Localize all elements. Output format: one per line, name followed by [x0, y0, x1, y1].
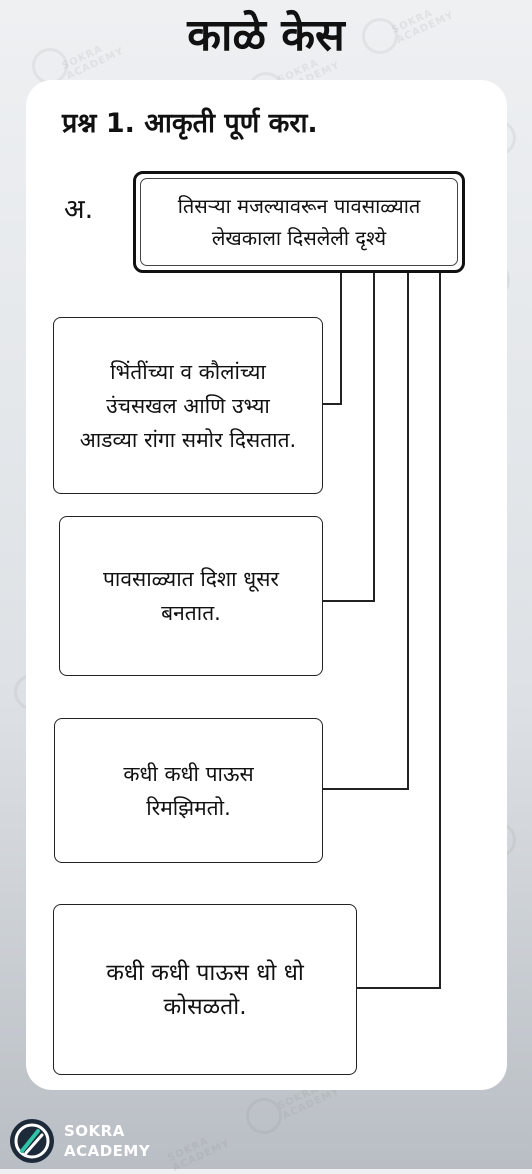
- sub-question-label: अ.: [64, 194, 94, 225]
- watermark-logo-icon: [246, 1098, 282, 1134]
- brand-name: SOKRA ACADEMY: [64, 1121, 150, 1161]
- sokra-logo-icon: [10, 1119, 54, 1163]
- answer-box-1: भिंतींच्या व कौलांच्या उंचसखल आणि उभ्या …: [53, 317, 323, 494]
- question-heading: प्रश्न 1. आकृती पूर्ण करा.: [62, 108, 318, 139]
- brand-line-2: ACADEMY: [64, 1142, 151, 1160]
- brand-footer: SOKRA ACADEMY: [8, 1117, 150, 1165]
- brand-line-1: SOKRA: [64, 1122, 125, 1140]
- answer-box-2: पावसाळ्यात दिशा धूसर बनतात.: [59, 516, 323, 676]
- page-title: काळे केस: [187, 10, 345, 61]
- answer-box-4: कधी कधी पाऊस धो धो कोसळतो.: [53, 904, 357, 1075]
- center-concept-text: तिसऱ्या मजल्यावरून पावसाळ्यात लेखकाला दि…: [140, 178, 458, 266]
- watermark-logo-icon: [362, 18, 398, 54]
- center-concept-box: तिसऱ्या मजल्यावरून पावसाळ्यात लेखकाला दि…: [133, 171, 465, 273]
- answer-box-3: कधी कधी पाऊस रिमझिमतो.: [54, 718, 323, 863]
